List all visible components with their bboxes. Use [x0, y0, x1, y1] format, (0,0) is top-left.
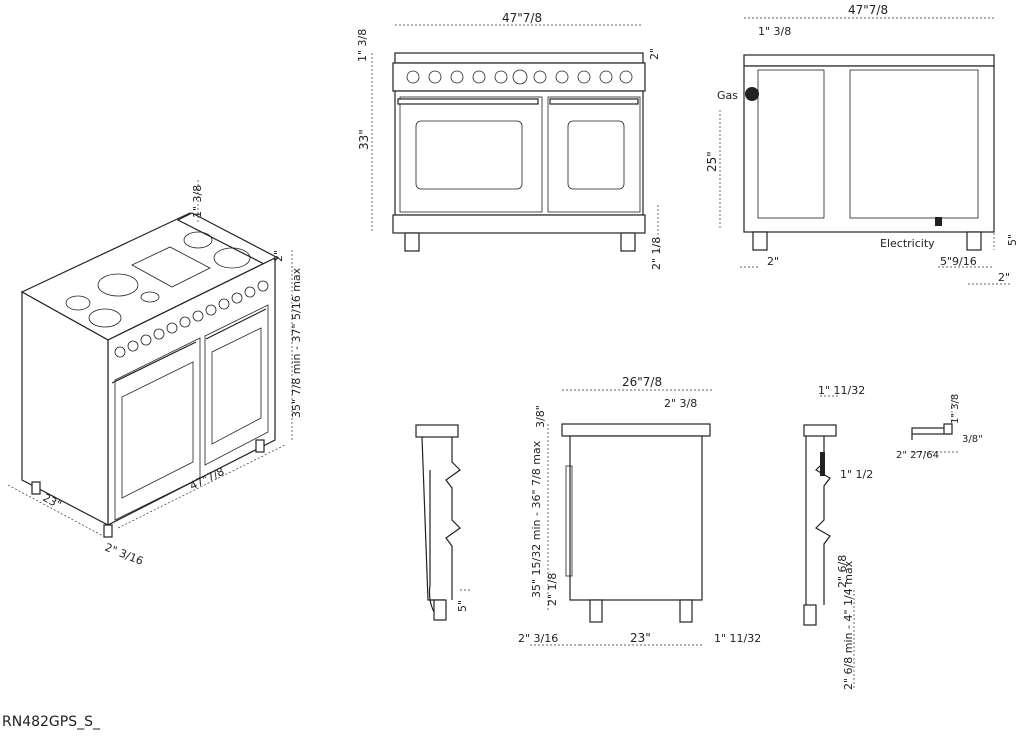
front-body	[394, 90, 644, 216]
front-height-label: 33"	[357, 129, 371, 150]
iso-burner	[65, 295, 91, 311]
detail-lip	[943, 423, 953, 435]
side-top	[561, 423, 711, 437]
front-oven-door-left	[399, 96, 543, 213]
iso-depth-line	[7, 484, 104, 537]
side-back-label: 1" 11/32	[714, 632, 761, 645]
front-leg	[620, 232, 636, 252]
iso-width-line	[117, 444, 286, 529]
iso-backguard	[176, 212, 280, 267]
iso-view: 1" 3/8 2" 35" 7/8 min - 37" 5/16 max 47"…	[7, 180, 303, 568]
front-control-panel	[392, 62, 646, 92]
small-left-front	[421, 436, 445, 601]
small-left-section: 5"	[415, 424, 470, 621]
small-right-panel-mark	[820, 452, 825, 476]
iso-foot-label: 2" 3/16	[103, 541, 145, 568]
side-depth-total-label: 26"7/8	[622, 375, 662, 389]
back-offset-label: 1" 3/8	[758, 25, 791, 38]
side-depth-label: 23"	[630, 631, 651, 645]
iso-burner	[183, 231, 213, 249]
back-top	[743, 54, 995, 67]
small-left-top	[415, 424, 459, 438]
front-base	[392, 214, 646, 234]
detail-height-label: 1" 3/8	[950, 394, 961, 424]
detail-offset-label: 3/8"	[962, 434, 983, 445]
iso-burner	[140, 291, 160, 303]
small-right-panel-label: 1" 1/2	[840, 468, 873, 481]
electricity-connection-icon	[935, 217, 942, 226]
iso-knobs	[114, 280, 269, 358]
electricity-label: Electricity	[880, 237, 935, 250]
back-elec-x-label: 5"9/16	[940, 255, 977, 268]
detail-width-label: 2" 27/64	[896, 450, 939, 461]
small-left-leg	[433, 599, 447, 621]
small-right-top	[803, 424, 837, 437]
gas-connection-icon	[745, 87, 759, 101]
iso-burner	[88, 308, 122, 328]
detail-view: 1" 3/8 3/8" 2" 27/64	[896, 394, 983, 461]
front-oven-window-right	[567, 120, 625, 190]
back-elec-right-label: 2"	[998, 271, 1010, 284]
small-right-range-label: 2" 6/8 min - 4" 1/4 max	[842, 560, 855, 690]
front-backguard-label: 2"	[648, 48, 661, 60]
front-leg	[404, 232, 420, 252]
iso-oven-window-left	[121, 361, 194, 499]
back-leg	[966, 231, 982, 251]
side-view: 26"7/8 2" 3/8 3/8" 35" 15/32 min - 36" 7…	[518, 375, 761, 646]
side-leg-label: 2" 1/8	[546, 573, 559, 606]
iso-oven-door-left	[114, 337, 201, 521]
back-panel-left	[757, 69, 825, 219]
back-gas-height-label: 25"	[705, 151, 719, 172]
side-door	[565, 465, 573, 577]
iso-foot	[103, 524, 113, 538]
side-front-label: 2" 3/16	[518, 632, 558, 645]
side-backguard-label: 2" 3/8	[664, 397, 697, 410]
back-panel-right	[849, 69, 979, 219]
back-body	[743, 65, 995, 233]
front-knobs	[406, 69, 633, 85]
front-view: 47"7/8 1" 3/8 2" 33" 2" 1/8	[356, 11, 663, 270]
power-cord	[428, 584, 435, 613]
small-right-leg-label: 2" 6/8	[836, 555, 849, 588]
iso-burner	[213, 247, 251, 269]
iso-griddle	[131, 246, 211, 288]
small-right-section: 1" 11/32 1" 1/2 2" 6/8 2" 6/8 min - 4" 1…	[803, 384, 873, 690]
side-top-lip-label: 3/8"	[534, 405, 547, 428]
front-width-label: 47"7/8	[502, 11, 542, 25]
front-legs-label: 2" 1/8	[650, 237, 663, 270]
side-leg	[589, 599, 603, 623]
side-body	[569, 435, 703, 601]
iso-foot	[31, 481, 41, 495]
iso-foot	[255, 439, 265, 453]
front-handle-right	[549, 98, 639, 105]
iso-oven-window-right	[211, 327, 262, 445]
iso-height-label: 35" 7/8 min - 37" 5/16 max	[290, 267, 303, 418]
back-leg	[752, 231, 768, 251]
back-leg-offset-label: 2"	[767, 255, 779, 268]
side-leg	[679, 599, 693, 623]
small-left-cord-label: 5"	[456, 600, 469, 612]
front-oven-door-right	[547, 96, 641, 213]
iso-backguard-label: 2"	[272, 250, 285, 262]
iso-oven-door-right	[204, 304, 269, 466]
back-view: 47"7/8 1" 3/8 Gas 25" Electricity 5" 2" …	[705, 3, 1019, 285]
iso-top-lip-label: 1" 3/8	[191, 185, 204, 218]
small-right-leg	[803, 604, 817, 626]
iso-handle-right	[205, 308, 267, 340]
back-elec-height-label: 5"	[1006, 234, 1019, 246]
model-code: RN482GPS_S_	[2, 714, 100, 730]
side-height-label: 35" 15/32 min - 36" 7/8 max	[530, 440, 543, 598]
back-width-label: 47"7/8	[848, 3, 888, 17]
iso-handle-left	[111, 341, 197, 384]
small-right-top-label: 1" 11/32	[818, 384, 865, 397]
front-backguard	[394, 52, 644, 64]
small-left-break	[445, 437, 461, 600]
iso-burner	[97, 273, 139, 297]
front-oven-window-left	[415, 120, 523, 190]
front-top-lip-label: 1" 3/8	[356, 29, 369, 62]
gas-label: Gas	[717, 89, 738, 102]
front-handle-left	[397, 98, 539, 105]
